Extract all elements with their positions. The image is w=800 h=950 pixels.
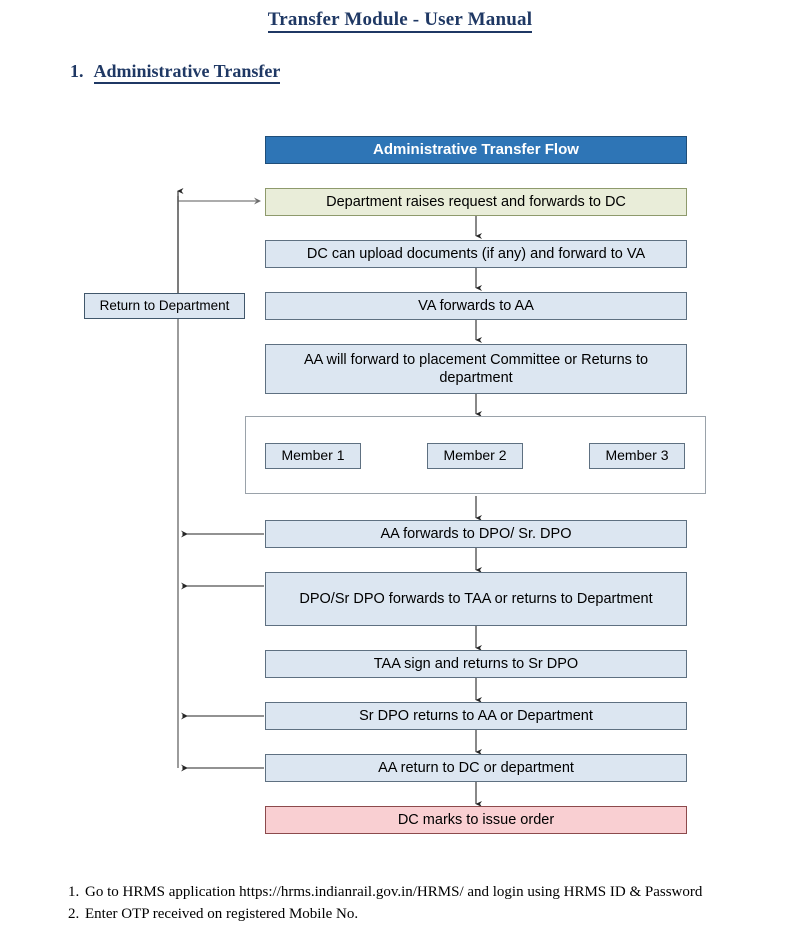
committee-member-label: Member 2 (443, 447, 507, 464)
flow-step-aa-forward-placement-committee[interactable]: AA will forward to placement Committee o… (265, 344, 687, 394)
list-item-text: Go to HRMS application https://hrms.indi… (85, 884, 703, 900)
page-title-text: Transfer Module - User Manual (267, 9, 533, 33)
instructions-list: 1. Go to HRMS application https://hrms.in… (68, 882, 768, 926)
list-item: 2. Enter OTP received on registered Mobil… (68, 904, 768, 926)
list-item-number: 1. (68, 884, 80, 900)
flow-step-label: AA return to DC or department (378, 759, 574, 776)
section-number: 1. (70, 61, 84, 81)
flow-step-taa-sign-returns[interactable]: TAA sign and returns to Sr DPO (265, 650, 687, 678)
flow-header-label: Administrative Transfer Flow (373, 140, 579, 158)
flow-step-sr-dpo-returns[interactable]: Sr DPO returns to AA or Department (265, 702, 687, 730)
flow-step-dc-marks-issue-order[interactable]: DC marks to issue order (265, 806, 687, 834)
flow-step-label: DPO/Sr DPO forwards to TAA or returns to… (299, 590, 653, 607)
list-item: 1. Go to HRMS application https://hrms.in… (68, 882, 768, 904)
flow-step-label: Sr DPO returns to AA or Department (359, 707, 593, 724)
committee-member-2[interactable]: Member 2 (427, 443, 523, 469)
flow-step-label: DC marks to issue order (397, 811, 555, 828)
flow-step-label: Department raises request and forwards t… (326, 193, 626, 210)
committee-member-label: Member 3 (605, 447, 669, 464)
return-to-department-note[interactable]: Return to Department (84, 293, 245, 319)
list-item-number: 2. (68, 905, 80, 922)
flow-step-va-forwards-to-aa[interactable]: VA forwards to AA (265, 292, 687, 320)
list-item-text: Enter OTP received on registered Mobile … (85, 905, 359, 922)
committee-member-1[interactable]: Member 1 (265, 443, 361, 469)
flow-step-label: DC can upload documents (if any) and for… (306, 245, 646, 262)
section-heading: 1. Administrative Transfer (70, 61, 281, 84)
flow-step-label: AA forwards to DPO/ Sr. DPO (380, 525, 572, 542)
flow-step-department-raises-request[interactable]: Department raises request and forwards t… (265, 188, 687, 216)
page-title: Transfer Module - User Manual (0, 9, 800, 33)
flow-step-label: VA forwards to AA (418, 297, 534, 314)
flow-step-label: AA will forward to placement Committee o… (303, 351, 649, 386)
committee-member-3[interactable]: Member 3 (589, 443, 685, 469)
committee-member-label: Member 1 (281, 447, 345, 464)
flow-step-dpo-forwards-to-taa[interactable]: DPO/Sr DPO forwards to TAA or returns to… (265, 572, 687, 626)
flow-step-aa-forwards-to-dpo[interactable]: AA forwards to DPO/ Sr. DPO (265, 520, 687, 548)
flow-step-aa-return-to-dc[interactable]: AA return to DC or department (265, 754, 687, 782)
flow-step-dc-upload-documents[interactable]: DC can upload documents (if any) and for… (265, 240, 687, 268)
flow-step-label: TAA sign and returns to Sr DPO (373, 655, 579, 672)
section-title: Administrative Transfer (93, 61, 281, 84)
return-to-department-label: Return to Department (99, 297, 230, 313)
flow-header-bar: Administrative Transfer Flow (265, 136, 687, 164)
